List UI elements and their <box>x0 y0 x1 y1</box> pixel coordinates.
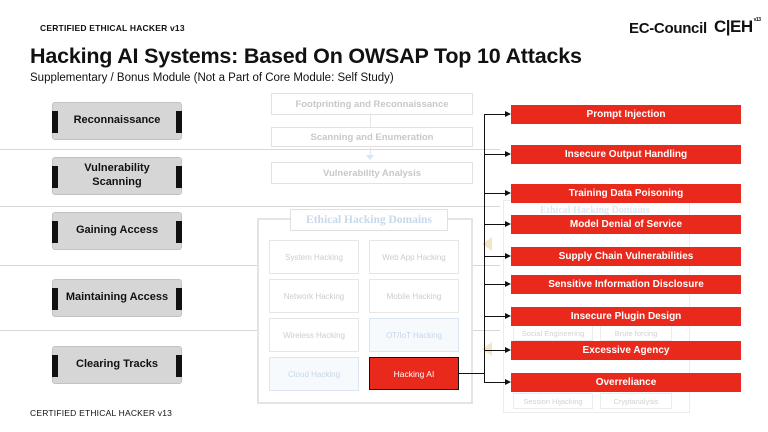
flow-step: Footprinting and Reconnaissance <box>271 93 473 115</box>
attack-insecure-plugin-design[interactable]: Insecure Plugin Design <box>511 307 741 326</box>
arrow-right-icon <box>505 253 511 259</box>
tree-branch <box>484 350 505 351</box>
domain-box: OT/IoT Hacking <box>369 318 459 352</box>
tree-branch <box>484 316 505 317</box>
ghost-box: Brute forcing <box>600 325 672 341</box>
arrow-right-icon <box>505 190 511 196</box>
tree-branch <box>484 193 505 194</box>
arrow-right-icon <box>505 281 511 287</box>
domain-box: Web App Hacking <box>369 240 459 274</box>
ghost-arrow-icon <box>482 342 492 356</box>
attack-model-denial-of-service[interactable]: Model Denial of Service <box>511 215 741 234</box>
domain-box: Mobile Hacking <box>369 279 459 313</box>
ghost-panel-title: Ethical Hacking Domains <box>540 205 650 216</box>
phase-label: Gaining Access <box>75 224 159 237</box>
tree-branch <box>484 382 505 383</box>
phase-gaining-access[interactable]: Gaining Access <box>52 212 182 250</box>
phase-divider <box>0 265 500 266</box>
attack-insecure-output-handling[interactable]: Insecure Output Handling <box>511 145 741 164</box>
tree-trunk <box>484 114 485 383</box>
tree-branch <box>484 114 505 115</box>
domain-box: Cloud Hacking <box>269 357 359 391</box>
attack-overreliance[interactable]: Overreliance <box>511 373 741 392</box>
ghost-box: Session Hijacking <box>513 393 593 409</box>
phase-label: Reconnaissance <box>73 114 161 127</box>
attack-prompt-injection[interactable]: Prompt Injection <box>511 105 741 124</box>
arrow-right-icon <box>505 221 511 227</box>
flow-step: Vulnerability Analysis <box>271 162 473 184</box>
phase-maintaining-access[interactable]: Maintaining Access <box>52 279 182 317</box>
arrow-right-icon <box>505 151 511 157</box>
phase-label: Clearing Tracks <box>76 358 158 371</box>
attack-excessive-agency[interactable]: Excessive Agency <box>511 341 741 360</box>
flow-connector <box>370 147 371 157</box>
top-caption: CERTIFIED ETHICAL HACKER v13 <box>40 23 185 33</box>
phase-divider <box>0 330 500 331</box>
flow-arrow-icon <box>366 155 374 160</box>
attack-sensitive-information-disclosure[interactable]: Sensitive Information Disclosure <box>511 275 741 294</box>
domains-title: Ethical Hacking Domains <box>290 209 448 231</box>
bottom-caption: CERTIFIED ETHICAL HACKER v13 <box>30 408 173 418</box>
flow-step: Scanning and Enumeration <box>271 127 473 147</box>
tree-connector <box>459 373 484 374</box>
ghost-box: Social Engineering <box>513 325 593 341</box>
page-subtitle: Supplementary / Bonus Module (Not a Part… <box>30 72 394 84</box>
hacking-ai-box[interactable]: Hacking AI <box>369 357 459 390</box>
tree-branch <box>484 224 505 225</box>
phase-divider <box>0 149 500 150</box>
ghost-arrow-icon <box>482 237 492 251</box>
phase-vulnerability-scanning[interactable]: Vulnerability Scanning <box>52 157 182 195</box>
phase-divider <box>0 206 500 207</box>
phase-label: Vulnerability Scanning <box>84 162 150 188</box>
phase-label: Maintaining Access <box>65 291 169 304</box>
ceh-logo-text: C|EH <box>714 17 753 36</box>
ec-council-logo: EC-Council <box>629 20 707 37</box>
page-title: Hacking AI Systems: Based On OWSAP Top 1… <box>30 44 582 68</box>
arrow-right-icon <box>505 379 511 385</box>
tree-branch <box>484 154 505 155</box>
attack-training-data-poisoning[interactable]: Training Data Poisoning <box>511 184 741 203</box>
attack-supply-chain-vulnerabilities[interactable]: Supply Chain Vulnerabilities <box>511 247 741 266</box>
tree-branch <box>484 284 505 285</box>
domain-box: Wireless Hacking <box>269 318 359 352</box>
arrow-right-icon <box>505 313 511 319</box>
domain-box: System Hacking <box>269 240 359 274</box>
flow-connector <box>370 115 371 127</box>
ghost-box: Cryptanalysis <box>600 393 672 409</box>
phase-clearing-tracks[interactable]: Clearing Tracks <box>52 346 182 384</box>
tree-branch <box>484 256 505 257</box>
arrow-right-icon <box>505 347 511 353</box>
domain-box: Network Hacking <box>269 279 359 313</box>
ceh-logo-version: v13 <box>753 17 761 23</box>
arrow-right-icon <box>505 111 511 117</box>
ceh-logo: C|EHv13 <box>714 17 761 37</box>
phase-reconnaissance[interactable]: Reconnaissance <box>52 102 182 140</box>
